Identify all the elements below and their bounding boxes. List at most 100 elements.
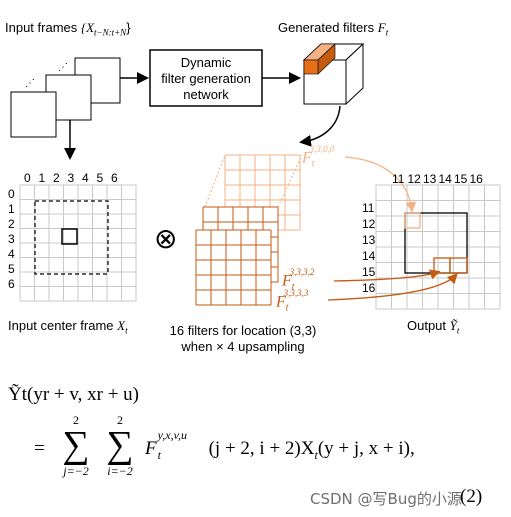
output-row-tick: 11	[362, 201, 375, 215]
filter-label-3333: Ft 3,3,3,3	[276, 288, 313, 314]
filter-column-front	[303, 59, 319, 75]
sum-2: 2 ∑ i=−2	[100, 414, 140, 478]
output-col-tick: 16	[469, 172, 483, 186]
output-cell-3-2	[433, 257, 451, 274]
filter-label-3332-base: F	[282, 272, 292, 290]
filter-label-3332-sup: 3,3,3,2	[289, 267, 315, 277]
generated-filters-sub: t	[385, 27, 389, 38]
arrow-cube-to-stack	[299, 105, 341, 147]
frame-front	[10, 91, 57, 138]
sum-2-top: 2	[117, 413, 123, 427]
filter-label-0000-sup: 3,3,0,0	[309, 144, 335, 154]
generator-line1: Dynamic	[180, 55, 232, 70]
arrow-filter-0000	[344, 156, 417, 213]
output-cell-3-3	[449, 257, 468, 274]
sum-1-top: 2	[73, 413, 79, 427]
output-col-tick: 15	[454, 172, 468, 186]
input-frames-stack: ⋰ ⋰	[10, 57, 121, 138]
input-row-tick: 6	[8, 277, 15, 291]
output-col-tick: 12	[407, 172, 421, 186]
eq-rest: (j + 2, i + 2)X	[208, 438, 315, 459]
sum-1-bottom: j=−2	[63, 464, 89, 478]
input-row-tick: 0	[8, 187, 15, 201]
output-label: Output Ỹt	[407, 318, 459, 336]
generator-line2: filter generation	[161, 71, 251, 86]
eq-rest2: (y + j, x + i),	[317, 438, 415, 459]
output-row-tick: 15	[362, 265, 376, 279]
output-row-tick: 14	[362, 249, 376, 263]
arrow-filter-3332	[333, 269, 441, 282]
filters-caption-line2: when × 4 upsampling	[181, 339, 305, 354]
equation-number: (2)	[460, 486, 483, 507]
output-block	[404, 212, 468, 274]
input-center-text: Input center frame	[8, 318, 114, 333]
output-row-tick: 12	[362, 217, 376, 231]
input-col-tick: 3	[67, 171, 75, 185]
filter-label-3333-sub: t	[285, 302, 289, 314]
generated-filters-text: Generated filters	[278, 20, 375, 35]
input-row-tick: 2	[8, 217, 15, 231]
input-center-label: Input center frame Xt	[8, 318, 128, 336]
output-text: Output	[407, 318, 447, 333]
output-sub: t	[456, 325, 460, 336]
input-row-tick: 1	[8, 202, 15, 216]
sum-1: 2 ∑ j=−2	[56, 414, 96, 478]
perspective-line	[277, 154, 303, 208]
input-frames-math: {X	[80, 20, 95, 35]
input-frames-close: }	[126, 20, 131, 35]
filter-label-3332-sub: t	[291, 281, 295, 293]
filter-front-bg	[196, 230, 271, 305]
ellipsis-dots-1: ⋰	[58, 62, 68, 73]
filter-label-3332: Ft 3,3,3,2	[282, 267, 319, 293]
eq-F-sub: t	[157, 448, 161, 462]
filter-label-0000: Ft3,3,0,0	[302, 144, 339, 170]
input-frames-label: Input frames {Xt−N:t+N}	[5, 20, 131, 38]
output-math: Ỹ	[449, 318, 457, 333]
input-frames-text: Input frames	[5, 20, 78, 35]
filter-label-3333-sup: 3,3,3,3	[283, 288, 309, 298]
sum-2-bottom: i=−2	[107, 464, 133, 478]
filter-stack	[195, 154, 303, 306]
generated-filters-math: F	[377, 20, 386, 35]
output-grid	[375, 184, 501, 310]
equation-lhs: Ỹt(yr + v, xr + u)	[8, 384, 140, 405]
input-col-tick: 6	[111, 171, 118, 185]
filters-caption: 16 filters for location (3,3) when × 4 u…	[168, 323, 318, 355]
equation-equals: =	[34, 438, 45, 459]
input-col-tick: 5	[96, 171, 104, 185]
arrow-filter-3333	[327, 273, 458, 301]
output-col-tick: 13	[423, 172, 437, 186]
filters-cube	[302, 42, 365, 106]
watermark: CSDN @写Bug的小源	[310, 490, 462, 508]
input-center-sub: t	[125, 325, 128, 336]
receptive-field-dashed	[34, 200, 109, 275]
eq-F: F	[145, 438, 157, 459]
filters-caption-line1: 16 filters for location (3,3)	[169, 323, 317, 338]
output-cell-0-0	[404, 212, 421, 229]
generator-network-label: Dynamic filter generation network	[150, 55, 262, 103]
output-col-tick: 11	[392, 172, 405, 186]
input-col-tick: 4	[82, 171, 89, 185]
input-frames-sub: t−N:t+N	[94, 27, 127, 38]
eq-rest-sub: t	[314, 447, 318, 462]
filter-label-0000-base: F	[302, 149, 312, 167]
input-col-tick: 2	[53, 171, 60, 185]
generator-line3: network	[183, 87, 229, 102]
eq-F-sup: y,x,v,u	[157, 428, 188, 442]
perspective-line	[204, 154, 226, 208]
output-col-tick: 14	[438, 172, 452, 186]
ellipsis-dots-2: ⋰	[25, 78, 35, 89]
sum-1-symbol: ∑	[62, 424, 90, 466]
input-row-tick: 5	[8, 262, 15, 276]
input-center-math: X	[117, 318, 126, 333]
input-col-tick: 0	[24, 171, 31, 185]
output-row-tick: 16	[362, 281, 376, 295]
generated-filters-label: Generated filters Ft	[278, 20, 388, 38]
input-row-tick: 4	[8, 247, 15, 261]
filter-label-3333-base: F	[276, 293, 286, 311]
input-grid	[19, 184, 137, 302]
center-pixel-box	[61, 228, 78, 245]
input-col-tick: 1	[38, 171, 46, 185]
